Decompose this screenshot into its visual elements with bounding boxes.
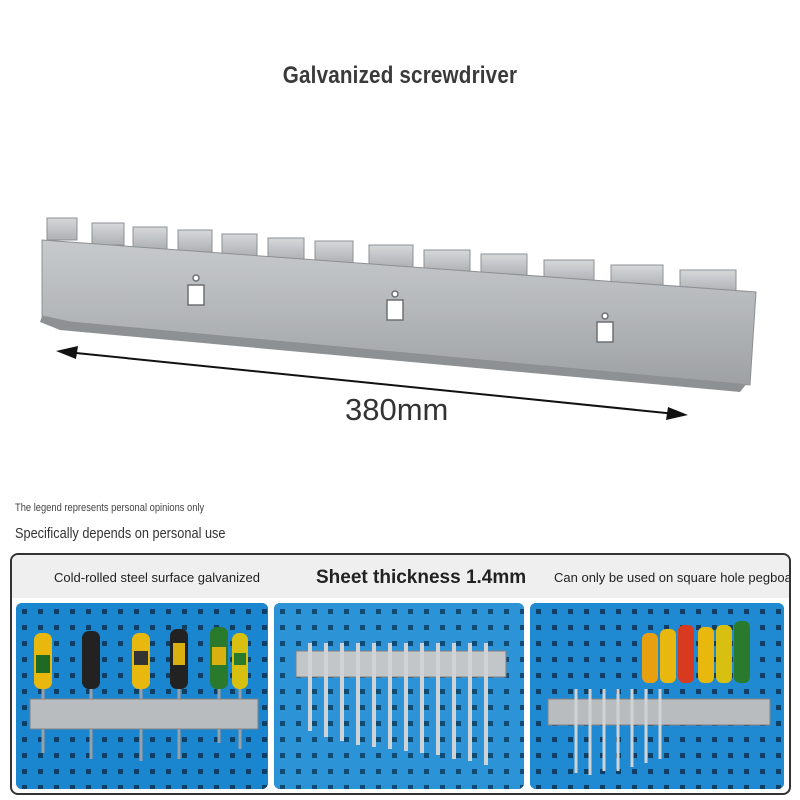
features-header: Cold-rolled steel surface galvanized She… bbox=[12, 555, 789, 598]
wrenches bbox=[308, 643, 488, 765]
dimension-arrow bbox=[56, 346, 688, 420]
feature-galvanized: Cold-rolled steel surface galvanized bbox=[54, 570, 260, 585]
feature-pegboard: Can only be used on square hole pegboard… bbox=[554, 570, 791, 585]
screwdriver-handles bbox=[642, 621, 750, 683]
photo-wrenches bbox=[274, 603, 524, 789]
screwdriver-handles bbox=[34, 627, 248, 689]
wrenches bbox=[574, 689, 662, 775]
feature-thickness: Sheet thickness 1.4mm bbox=[316, 567, 527, 588]
rack-in-use bbox=[29, 698, 259, 730]
dimension-label: 380mm bbox=[345, 392, 449, 427]
usage-note: Specifically depends on personal use bbox=[15, 525, 226, 542]
mounting-holes bbox=[187, 274, 614, 343]
features-panel: Cold-rolled steel surface galvanized She… bbox=[10, 553, 791, 795]
screwdriver-rack-illustration bbox=[40, 217, 757, 420]
product-title: Galvanized screwdriver bbox=[282, 62, 518, 89]
photo-combined-tools bbox=[530, 603, 784, 789]
rack-bottom-edge bbox=[40, 316, 748, 392]
photo-screwdrivers bbox=[16, 603, 268, 789]
legend-disclaimer: The legend represents personal opinions … bbox=[15, 502, 205, 514]
